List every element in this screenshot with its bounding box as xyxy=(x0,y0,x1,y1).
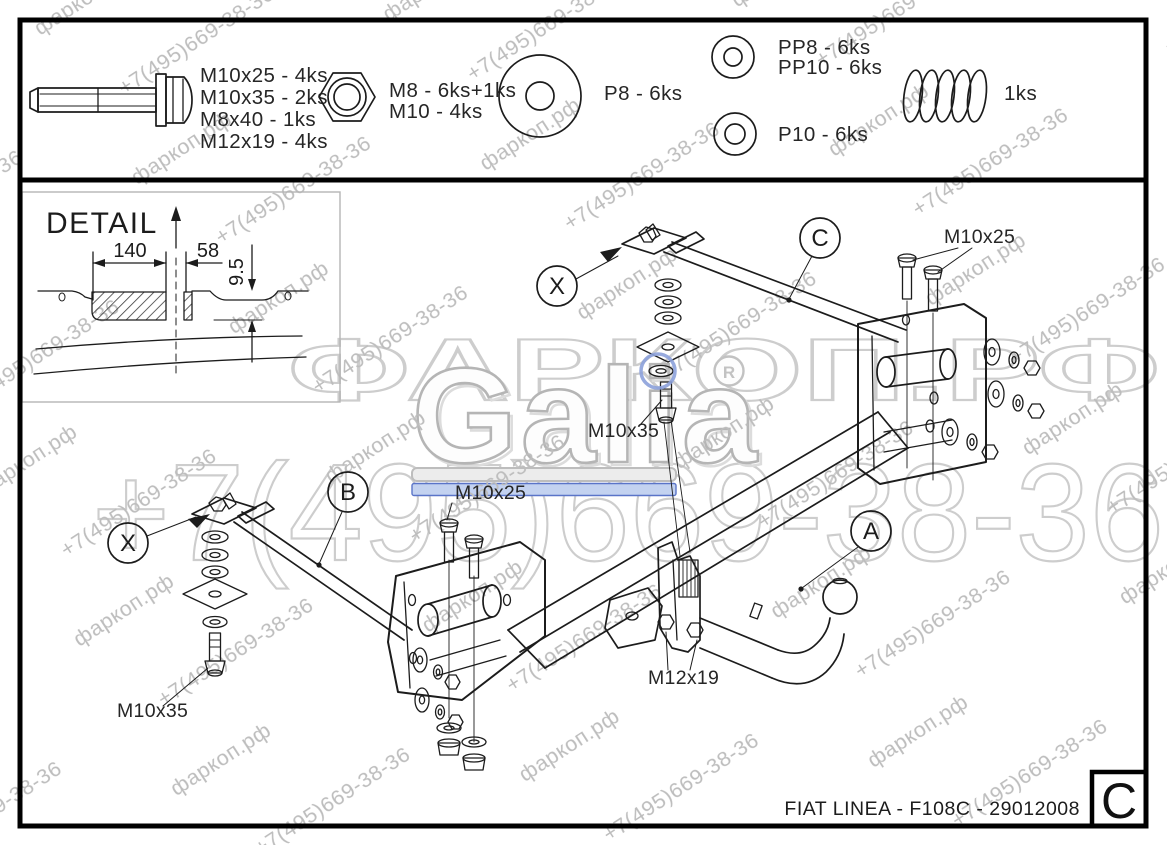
bolt-label-4: M12x19 - 4ks xyxy=(200,130,328,153)
right-bracket-fastener-stacks xyxy=(941,338,1045,460)
callout-a-circle xyxy=(850,510,892,552)
bolt-drawing xyxy=(29,73,193,127)
label-m10x25-center: M10x25 xyxy=(455,482,526,504)
callout-x-left: X xyxy=(120,530,136,557)
left-bracket-bolts xyxy=(439,518,484,743)
washer-p10-drawing xyxy=(713,112,757,156)
top-clamp-exploded-stack xyxy=(636,278,700,557)
assembly-drawing: X M10x35 X xyxy=(107,217,1045,771)
left-arm-clamp xyxy=(188,492,413,641)
bolt-label-2: M10x35 - 2ks xyxy=(200,86,328,109)
rubber-grip-hatch xyxy=(678,559,699,598)
left-bracket xyxy=(387,541,546,701)
nut-drawing xyxy=(318,72,376,122)
label-m10x35-left: M10x35 xyxy=(117,700,188,722)
spring-drawing xyxy=(902,69,988,123)
dim-gap-label: 58 xyxy=(197,240,219,262)
callout-b-dot xyxy=(316,562,322,568)
detail-dimensions xyxy=(92,244,263,363)
detail-title: DETAIL xyxy=(46,207,158,240)
label-m12x19: M12x19 xyxy=(648,667,719,689)
detail-inset: DETAIL 140 58 9.5 xyxy=(21,191,341,403)
label-m10x25-right: M10x25 xyxy=(944,226,1015,248)
callout-a: A xyxy=(863,518,879,545)
callout-c-circle xyxy=(799,217,841,259)
dim-height-label: 9.5 xyxy=(226,258,248,286)
nut-label-2: M10 - 4ks xyxy=(389,100,483,123)
callout-x-left-circle xyxy=(107,522,149,564)
right-bracket-bolts xyxy=(897,253,943,481)
washer-large-label: P8 - 6ks xyxy=(604,82,682,105)
callout-c-dot xyxy=(786,297,792,303)
bolt-label-1: M10x25 - 4ks xyxy=(200,64,328,87)
bumper-section-profile xyxy=(33,257,309,379)
label-m10x35-center: M10x35 xyxy=(588,420,659,442)
blue-highlight-circle xyxy=(639,352,677,390)
washer-large-drawing xyxy=(498,54,582,138)
callout-a-dot xyxy=(798,586,804,592)
washer-pp-drawing xyxy=(711,35,755,79)
callout-b: B xyxy=(340,479,356,506)
hardware-panel: M10x25 - 4ks M10x35 - 2ks M8x40 - 1ks M1… xyxy=(29,35,1037,156)
callout-x-top: X xyxy=(549,273,565,300)
bolt-label-3: M8x40 - 1ks xyxy=(200,108,316,131)
callout-b-circle xyxy=(327,471,369,513)
crossbar-beam xyxy=(507,411,909,669)
nut-label-1: M8 - 6ks+1ks xyxy=(389,79,516,102)
revision-letter: C xyxy=(1101,773,1137,829)
detail-up-arrow xyxy=(171,206,181,249)
towball-assembly xyxy=(604,541,858,685)
dim-width-label: 140 xyxy=(113,240,146,262)
callout-x-top-circle xyxy=(536,265,578,307)
right-bracket xyxy=(857,303,987,485)
washer-p10-label: P10 - 6ks xyxy=(778,123,868,146)
sheet-borders xyxy=(17,17,1149,829)
spring-label: 1ks xyxy=(1004,82,1037,105)
left-clamp-exploded-stack xyxy=(182,530,248,677)
washer-pp10-label: PP10 - 6ks xyxy=(778,56,882,79)
model-code-text: FIAT LINEA - F108C - 29012008 xyxy=(784,798,1080,820)
callout-c: C xyxy=(811,225,828,252)
washer-pp8-label: PP8 - 6ks xyxy=(778,36,870,59)
left-bracket-fastener-stacks xyxy=(412,647,487,771)
